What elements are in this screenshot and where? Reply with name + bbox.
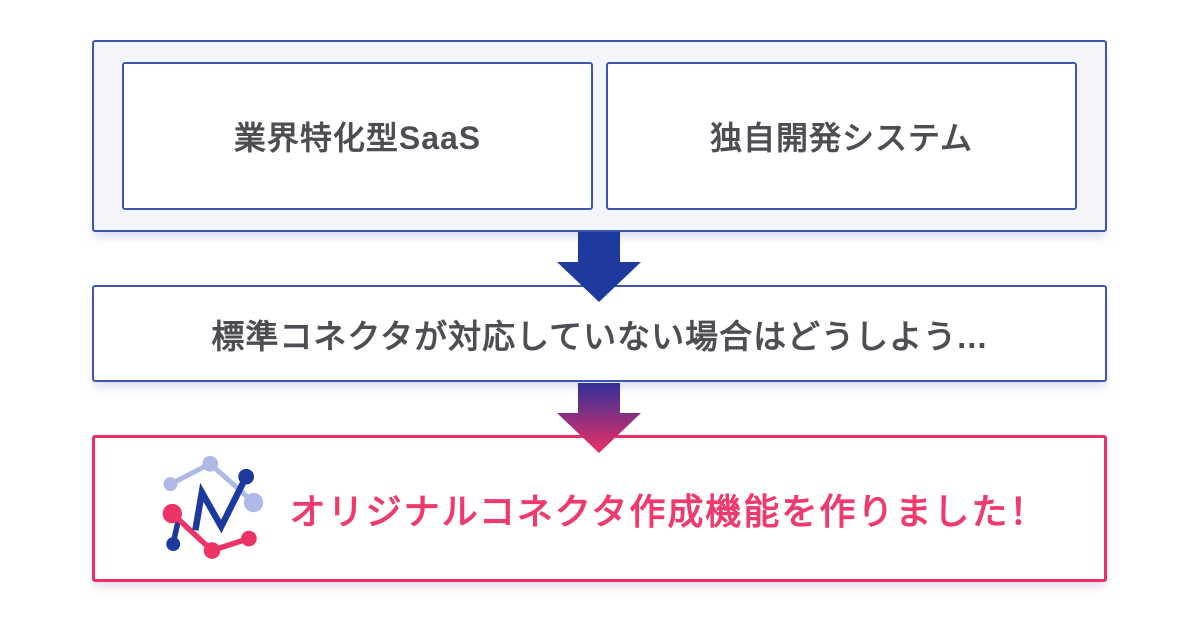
- result-box: オリジナルコネクタ作成機能を作りました！: [92, 435, 1107, 582]
- result-box-text: オリジナルコネクタ作成機能を作りました！: [289, 490, 1048, 532]
- source-box-industry-saas-label: 業界特化型SaaS: [233, 120, 482, 156]
- network-graph-logo-icon: [162, 455, 263, 559]
- source-systems-group: 業界特化型SaaS 独自開発システム: [92, 40, 1107, 232]
- source-box-custom-system-label: 独自開発システム: [709, 120, 974, 156]
- down-arrow-icon: [557, 232, 641, 302]
- source-box-industry-saas: 業界特化型SaaS: [122, 62, 593, 210]
- source-box-custom-system: 独自開発システム: [606, 62, 1077, 210]
- gradient-down-arrow-icon: [557, 383, 641, 453]
- question-box-text: 標準コネクタが対応していない場合はどうしよう...: [211, 317, 988, 355]
